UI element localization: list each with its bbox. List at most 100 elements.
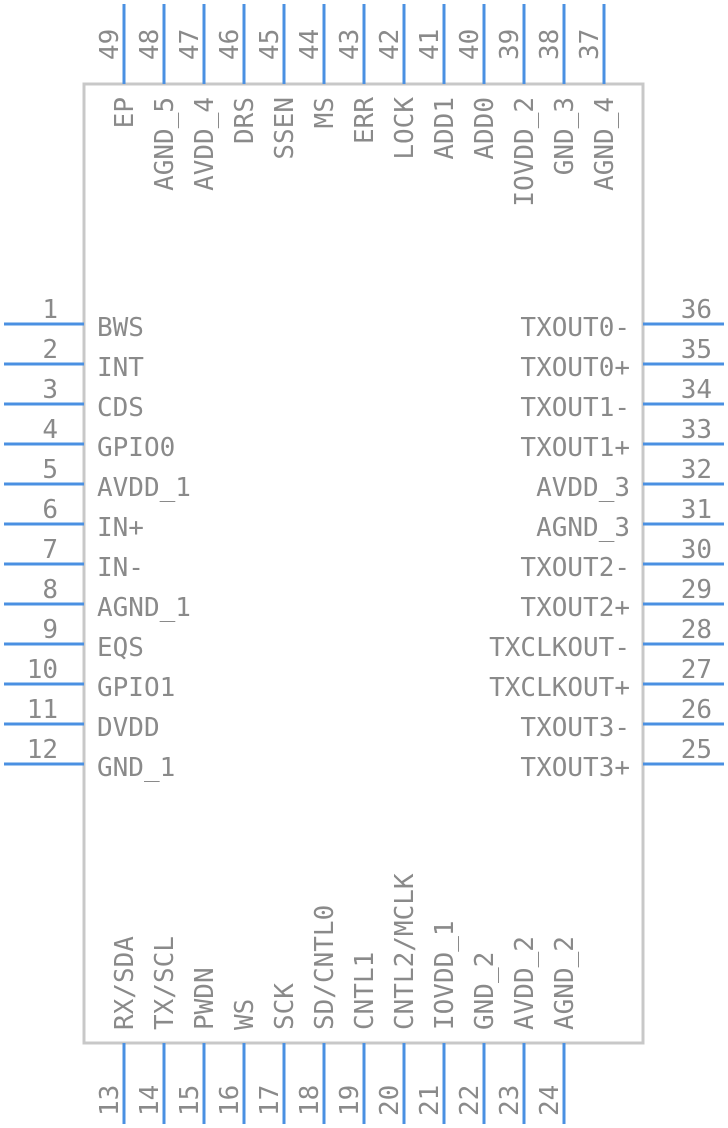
pin-16-label: WS [230,999,260,1030]
pin-33-label: TXOUT1+ [520,433,630,463]
pin-36-number: 36 [681,295,712,325]
pin-37-label: AGND_4 [590,97,620,191]
pin-10-number: 10 [27,655,58,685]
pin-9-label: EQS [97,633,144,663]
pin-49-number: 49 [95,29,125,60]
pin-5-number: 5 [42,455,58,485]
pin-19-number: 19 [335,1085,365,1116]
pin-1-label: BWS [97,313,144,343]
pin-48-label: AGND_5 [150,97,180,191]
pin-36-label: TXOUT0- [520,313,630,343]
pin-2-label: INT [97,353,144,383]
pin-29-number: 29 [681,575,712,605]
pin-13-label: RX/SDA [110,936,140,1030]
pin-12-label: GND_1 [97,753,175,783]
pin-41-label: ADD1 [430,97,460,160]
pin-26-label: TXOUT3- [520,713,630,743]
pin-46-number: 46 [215,29,245,60]
pin-45-label: SSEN [270,97,300,160]
pin-7-label: IN- [97,553,144,583]
pin-48-number: 48 [135,29,165,60]
pin-11-number: 11 [27,695,58,725]
pin-28-label: TXCLKOUT- [489,633,630,663]
pin-39-label: IOVDD_2 [510,97,540,207]
pin-35-number: 35 [681,335,712,365]
pin-16-number: 16 [215,1085,245,1116]
pin-37-number: 37 [575,29,605,60]
pin-44-number: 44 [295,29,325,60]
pin-38-label: GND_3 [550,97,580,175]
pin-42-number: 42 [375,29,405,60]
pin-31-number: 31 [681,495,712,525]
pin-35-label: TXOUT0+ [520,353,630,383]
pin-28-number: 28 [681,615,712,645]
pin-3-number: 3 [42,375,58,405]
pin-34-label: TXOUT1- [520,393,630,423]
pin-23-label: AVDD_2 [510,936,540,1030]
pin-6-number: 6 [42,495,58,525]
pin-6-label: IN+ [97,513,144,543]
pin-29-label: TXOUT2+ [520,593,630,623]
pin-18-label: SD/CNTL0 [310,905,340,1030]
pin-21-number: 21 [415,1085,445,1116]
pin-31-label: AGND_3 [536,513,630,543]
pin-47-label: AVDD_4 [190,97,220,191]
pin-46-label: DRS [230,97,260,144]
pin-7-number: 7 [42,535,58,565]
pin-8-number: 8 [42,575,58,605]
pin-25-number: 25 [681,735,712,765]
pin-41-number: 41 [415,29,445,60]
pin-33-number: 33 [681,415,712,445]
pin-3-label: CDS [97,393,144,423]
pin-10-label: GPIO1 [97,673,175,703]
pin-32-label: AVDD_3 [536,473,630,503]
pin-22-number: 22 [455,1085,485,1116]
pin-32-number: 32 [681,455,712,485]
pin-47-number: 47 [175,29,205,60]
pin-45-number: 45 [255,29,285,60]
pin-20-number: 20 [375,1085,405,1116]
pin-38-number: 38 [535,29,565,60]
pin-12-number: 12 [27,735,58,765]
pin-25-label: TXOUT3+ [520,753,630,783]
pin-49-label: EP [110,97,140,128]
pin-24-label: AGND_2 [550,936,580,1030]
pin-34-number: 34 [681,375,712,405]
pin-17-number: 17 [255,1085,285,1116]
pin-43-label: ERR [350,97,380,144]
pin-2-number: 2 [42,335,58,365]
pin-23-number: 23 [495,1085,525,1116]
pin-40-label: ADD0 [470,97,500,160]
pin-44-label: MS [310,97,340,128]
pin-40-number: 40 [455,29,485,60]
pin-15-label: PWDN [190,967,220,1030]
pin-9-number: 9 [42,615,58,645]
pin-13-number: 13 [95,1085,125,1116]
pin-43-number: 43 [335,29,365,60]
pin-4-number: 4 [42,415,58,445]
pin-30-number: 30 [681,535,712,565]
pin-21-label: IOVDD_1 [430,920,460,1030]
pin-30-label: TXOUT2- [520,553,630,583]
pin-24-number: 24 [535,1085,565,1116]
pin-5-label: AVDD_1 [97,473,191,503]
pin-15-number: 15 [175,1085,205,1116]
pin-14-label: TX/SCL [150,936,180,1030]
pin-27-label: TXCLKOUT+ [489,673,630,703]
pin-8-label: AGND_1 [97,593,191,623]
pin-39-number: 39 [495,29,525,60]
pin-11-label: DVDD [97,713,160,743]
pin-42-label: LOCK [390,97,420,160]
pin-4-label: GPIO0 [97,433,175,463]
pin-18-number: 18 [295,1085,325,1116]
pin-17-label: SCK [270,983,300,1030]
pin-26-number: 26 [681,695,712,725]
pin-20-label: CNTL2/MCLK [390,873,420,1030]
pin-27-number: 27 [681,655,712,685]
pin-1-number: 1 [42,295,58,325]
pin-22-label: GND_2 [470,952,500,1030]
pin-19-label: CNTL1 [350,952,380,1030]
pin-14-number: 14 [135,1085,165,1116]
